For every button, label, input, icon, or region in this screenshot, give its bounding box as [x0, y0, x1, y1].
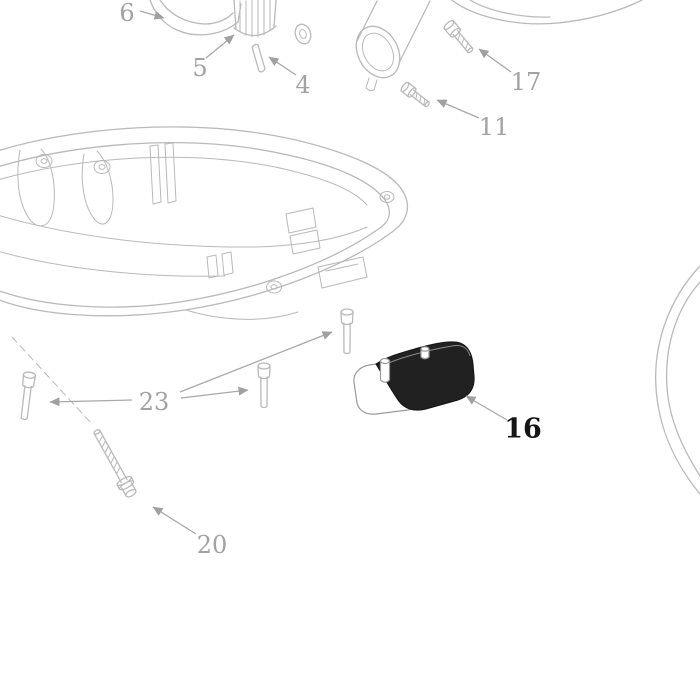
screw-11-collar [407, 87, 417, 98]
arrow-to-part-20 [152, 506, 197, 535]
screw-left-cap [22, 371, 37, 379]
housing-front-lip [185, 309, 299, 320]
housing-motor-pockets [17, 148, 114, 227]
part-16-tensioner-shoe [353, 341, 475, 415]
callout-label-20: 20 [196, 531, 228, 559]
shoe-stub-pin-top [420, 346, 430, 352]
callout-label-11: 11 [478, 113, 510, 141]
arrow-to-part-5 [205, 34, 235, 59]
screw-17-collar [449, 27, 461, 38]
pin-middle-body [257, 365, 271, 409]
callout-label-17: 17 [510, 68, 542, 96]
shoe-pin-top [379, 357, 391, 365]
callout-label-16: 16 [504, 413, 542, 445]
pin-top-cap [340, 308, 354, 316]
motor-endcap-outer [355, 25, 401, 79]
screw-11-threads [415, 92, 426, 106]
callout-label-6: 6 [119, 0, 135, 27]
part-17-screw [443, 20, 474, 54]
housing-inner-rim [0, 142, 391, 308]
arrow-to-part-4 [268, 56, 297, 76]
screw-17-head-sides [443, 20, 461, 38]
screw-11-tip [424, 101, 430, 108]
part-11-screw [400, 81, 430, 108]
arrow-to-part-17 [478, 48, 512, 73]
screw-left-body [20, 373, 37, 421]
screw-20-flange-back [118, 480, 135, 491]
part-disc-edge [655, 265, 700, 495]
callout-label-5: 5 [192, 54, 208, 82]
screw-17-threads [457, 33, 469, 50]
assembly-axis-dashed-line [11, 336, 92, 424]
pin-middle-cap [257, 362, 271, 370]
pin-top-body [340, 311, 354, 355]
housing-screw-bosses [35, 154, 395, 294]
gear-outline [233, 0, 277, 37]
part-motor [355, 0, 431, 92]
part-washer [294, 23, 312, 45]
washer-outer [294, 23, 312, 45]
part-4-pin [251, 43, 266, 73]
callout-label-4: 4 [295, 71, 311, 99]
arrow-to-part-11 [436, 99, 480, 119]
shoe-pin [379, 360, 391, 383]
part-lower-housing [0, 126, 409, 320]
upper-housing-curves [451, 0, 643, 25]
housing-floor-curves [0, 215, 368, 277]
washer-inner [299, 29, 307, 39]
shoe-top-highlight [381, 345, 471, 367]
screw-20-threads [98, 435, 121, 475]
arrow-to-part-6 [139, 10, 165, 20]
motor-shaft-stub [365, 77, 378, 92]
motor-endcap-inner [361, 32, 395, 72]
arrow-to-part-16 [465, 395, 508, 421]
part-upper-housing-partial [451, 0, 643, 25]
part-23-pin-middle [257, 362, 271, 409]
gear-knurl-ridges [239, 0, 271, 38]
screw-20-shaft [93, 429, 128, 484]
screw-17-tip [467, 47, 474, 54]
pin-4-body [251, 43, 266, 73]
part-23-pin-top [340, 308, 354, 355]
part-23-screw-left [20, 371, 37, 421]
housing-rim-edge [0, 156, 368, 206]
part-20-screw [93, 429, 137, 498]
arrow-23-to-middle-pin [180, 386, 249, 399]
part-5-knurled-gear [233, 0, 277, 38]
screw-20-head-end [125, 488, 137, 498]
callout-arrows [49, 10, 512, 535]
housing-ribs-and-slots [149, 142, 368, 289]
callout-label-23: 23 [138, 388, 170, 416]
screw-11-shaft [409, 89, 430, 108]
arrow-23-to-left-screw [49, 397, 133, 407]
motor-body-sides [356, 0, 431, 64]
disc-edge-arcs [655, 265, 700, 495]
arrow-23-to-top-pin [179, 331, 333, 393]
housing-outer-rim [0, 126, 409, 317]
